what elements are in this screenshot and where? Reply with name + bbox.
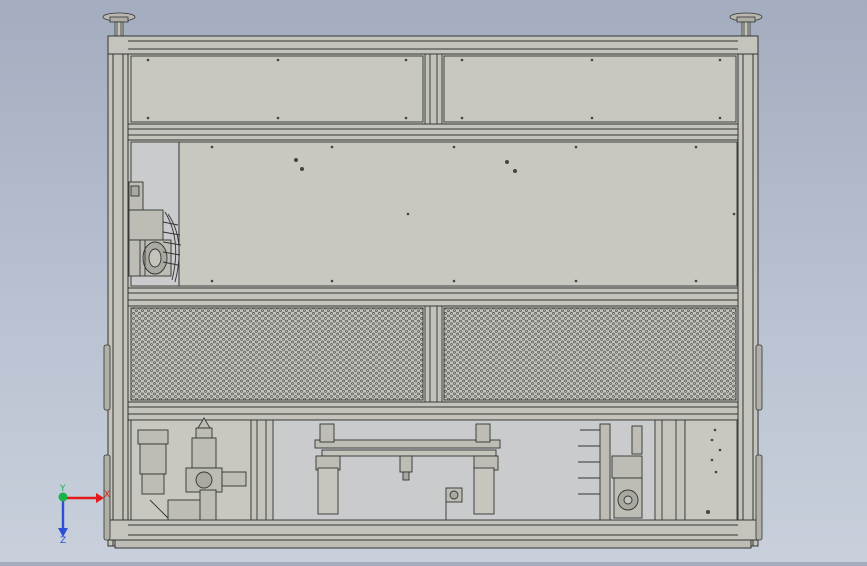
middle-panel [130,141,738,287]
right-plate-screws [706,428,722,514]
top-panels [130,53,737,125]
chain-drive [578,423,643,521]
side-bumpers [103,344,763,541]
triad-x-label: X [104,490,110,500]
valve-assembly [137,417,247,521]
coordinate-triad: X Y Z [58,484,110,546]
mesh-panels [130,305,737,403]
motor-assembly [128,181,182,283]
leveling-foot-right [729,12,763,39]
center-mechanism [314,423,501,520]
middle-panel-screws [210,145,736,283]
leveling-foot-left [102,12,136,39]
horizontal-rails [127,123,739,421]
triad-y-label: Y [59,484,66,494]
top-panel-screws [146,58,722,120]
triad-z-label: Z [60,536,66,546]
